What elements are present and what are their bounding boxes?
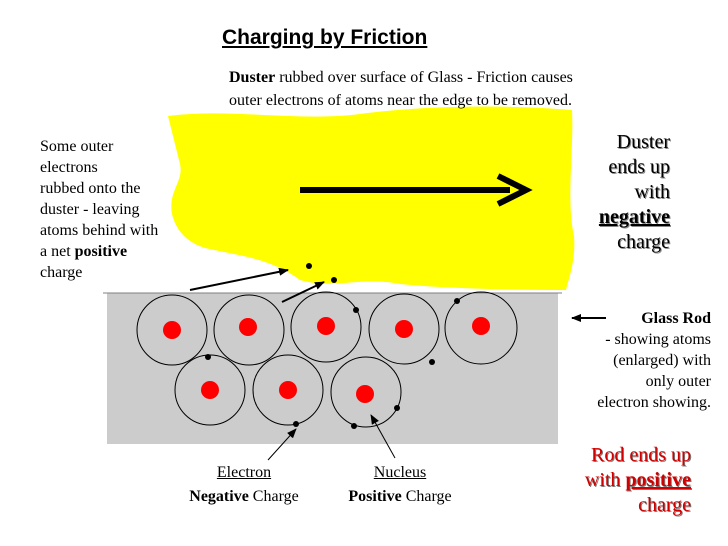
electron-removed <box>306 263 312 269</box>
rod-note-line: charge <box>638 494 691 516</box>
glass-rod-note: Glass Rod - showing atoms (enlarged) wit… <box>597 308 711 413</box>
atom <box>213 294 285 366</box>
left-note-line: a net positive <box>40 241 158 262</box>
left-note-line: charge <box>40 264 83 281</box>
nuclei <box>163 317 490 403</box>
atom <box>330 356 402 428</box>
nucleus <box>163 321 181 339</box>
electron-label-charge: Negative Charge <box>174 485 314 509</box>
intro-text: Duster rubbed over surface of Glass - Fr… <box>229 66 573 112</box>
electron <box>205 354 211 360</box>
electron <box>353 307 359 313</box>
duster-note-negative: negative <box>598 206 670 228</box>
nucleus <box>472 317 490 335</box>
duster-note-line: Duster <box>616 131 670 153</box>
electron <box>429 359 435 365</box>
nucleus <box>239 318 257 336</box>
atom <box>444 291 518 365</box>
nucleus-label-name: Nucleus <box>373 464 427 481</box>
electron <box>394 405 400 411</box>
nucleus-label-rest: Charge <box>401 488 452 505</box>
left-note-positive: positive <box>74 243 128 260</box>
nucleus-label-positive: Positive <box>348 488 402 505</box>
electron-label-rest: Charge <box>248 488 299 505</box>
glass-rod <box>107 293 558 444</box>
electron <box>454 298 460 304</box>
intro-line-1-rest: rubbed over surface of Glass - Friction … <box>275 69 573 86</box>
electron-label: Electron Negative Charge <box>174 461 314 509</box>
duster-charge-note: Duster ends up with negative charge <box>599 130 670 255</box>
intro-lead: Duster <box>229 69 276 86</box>
nucleus-label: Nucleus Positive Charge <box>330 461 470 509</box>
nucleus <box>317 317 335 335</box>
left-note: Some outer electrons rubbed onto the dus… <box>40 136 158 283</box>
atom <box>290 291 362 363</box>
left-note-line: rubbed onto the <box>40 180 141 197</box>
pointer-arrow-to-removed-electron <box>189 267 289 291</box>
nucleus <box>201 381 219 399</box>
page-title: Charging by Friction <box>222 26 428 49</box>
electron-removed <box>331 277 337 283</box>
rod-note-positive: positive <box>625 469 691 491</box>
glass-note-line: electron showing. <box>597 394 711 411</box>
pointer-arrow-to-electron <box>267 428 297 461</box>
atom-row-top <box>136 291 518 366</box>
duster-note-line: with <box>634 181 670 203</box>
electron <box>293 421 299 427</box>
rod-charge-note: Rod ends up with positive charge <box>585 443 691 518</box>
duster-note-line: charge <box>617 231 670 253</box>
electron <box>351 423 357 429</box>
nucleus <box>395 320 413 338</box>
atom-row-bottom <box>174 354 402 428</box>
nucleus-label-charge: Positive Charge <box>330 485 470 509</box>
left-note-line-6-pre: a net <box>40 243 75 260</box>
electron-label-negative: Negative <box>189 488 249 505</box>
glass-note-line: only outer <box>645 373 711 390</box>
intro-line-2: outer electrons of atoms near the edge t… <box>229 92 572 109</box>
duster-note-line: ends up <box>608 156 670 178</box>
pointer-arrow-to-removed-electron <box>281 281 325 303</box>
rod-note-line-2-pre: with <box>584 469 626 491</box>
left-note-line: electrons <box>40 159 98 176</box>
atom <box>252 354 324 426</box>
glass-note-heading: Glass Rod <box>641 310 711 327</box>
glass-note-line: - showing atoms <box>605 331 711 348</box>
pointer-arrow-to-nucleus <box>370 414 396 459</box>
rod-note-line: with positive <box>585 468 691 493</box>
left-note-line: atoms behind with <box>40 222 159 239</box>
nucleus <box>356 385 374 403</box>
nucleus <box>279 381 297 399</box>
intro-line-1: Duster rubbed over surface of Glass - Fr… <box>229 66 573 89</box>
left-note-line: duster - leaving <box>40 201 140 218</box>
left-note-line: Some outer <box>40 138 114 155</box>
electrons <box>205 263 460 429</box>
duster <box>168 106 575 290</box>
atom <box>136 294 208 366</box>
electron-label-name: Electron <box>216 464 272 481</box>
rod-note-line: Rod ends up <box>591 444 691 466</box>
atom <box>368 293 440 365</box>
rubbing-direction-arrow-head <box>496 173 533 207</box>
glass-note-line: (enlarged) with <box>613 352 711 369</box>
